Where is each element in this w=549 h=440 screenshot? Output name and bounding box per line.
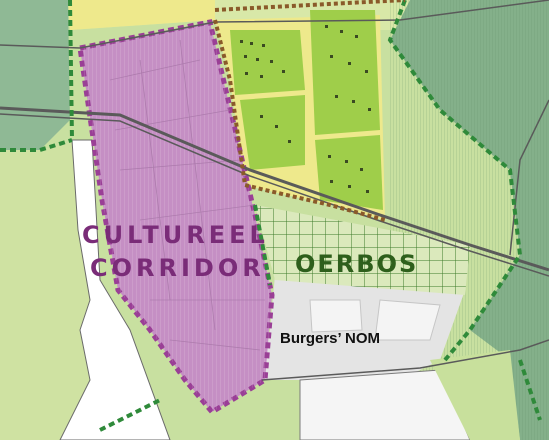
- area-urban-bottom: [299, 369, 471, 440]
- label-corridor-line1: CULTUREEL: [82, 221, 269, 249]
- area-dark-green-left: [0, 0, 70, 150]
- area-urban-left: [59, 139, 171, 440]
- area-allotments-2: [310, 10, 380, 135]
- label-oerbos: OERBOS: [295, 250, 418, 278]
- label-business: Burgers’ NOM: [280, 330, 380, 347]
- area-allotments-4: [315, 135, 383, 210]
- label-corridor-line2: CORRIDOR: [90, 254, 265, 282]
- road-south: [261, 339, 549, 381]
- road-east: [509, 99, 549, 256]
- area-allotments-3: [240, 95, 305, 170]
- railway: [0, 106, 549, 272]
- area-allotments-1: [230, 30, 305, 95]
